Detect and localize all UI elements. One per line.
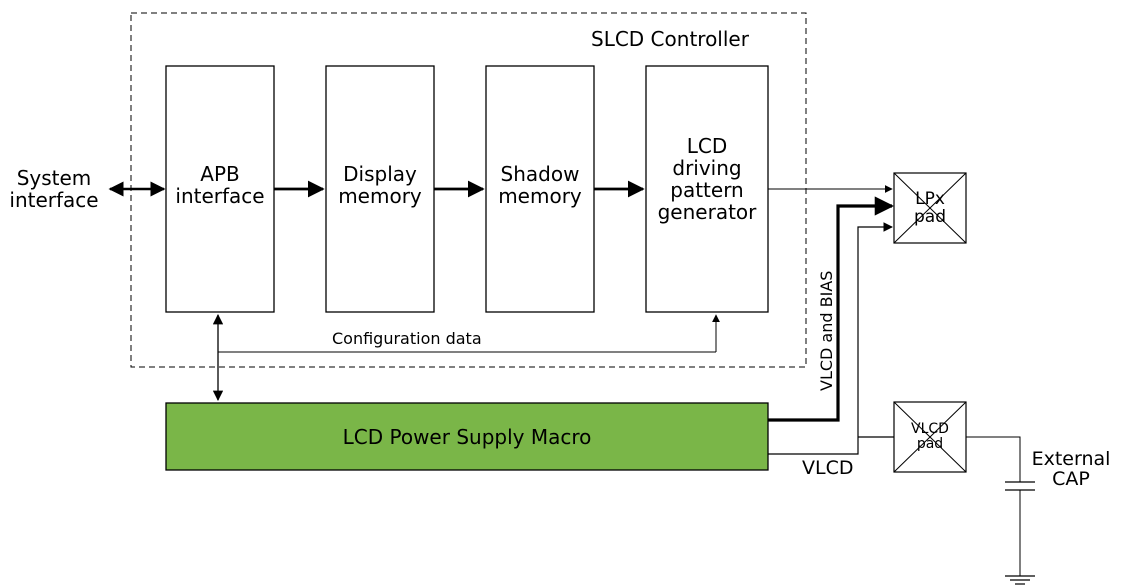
lpx-pad-line1: LPx (915, 189, 945, 209)
vlcd-bias-label: VLCD and BIAS (817, 271, 836, 391)
display-memory-line2: memory (338, 184, 422, 208)
system-interface-line1: System (16, 166, 92, 190)
display-memory-block (325, 65, 435, 313)
vlcd-pad-label: VLCD pad (894, 422, 966, 452)
power-macro-label: LCD Power Supply Macro (342, 425, 592, 449)
pattern-generator-label: LCD driving pattern generator (646, 135, 768, 223)
lcd-power-supply-macro (165, 402, 769, 471)
display-memory-line1: Display (343, 162, 417, 186)
pattern-generator-line4: generator (657, 200, 757, 224)
system-interface-line2: interface (9, 188, 99, 212)
pattern-generator-line3: pattern (670, 178, 744, 202)
pattern-generator-block (645, 65, 769, 313)
apb-line2: interface (175, 184, 265, 208)
shadow-memory-label: Shadow memory (486, 163, 594, 207)
vlcd-label: VLCD (802, 457, 854, 479)
external-cap-label: External CAP (1026, 449, 1116, 489)
vlcd-pad-cross-b (893, 401, 967, 473)
lpx-pad-line2: pad (914, 207, 946, 227)
vlcd-pad-line1: VLCD (911, 421, 949, 437)
slcd-controller-title: SLCD Controller (591, 27, 749, 51)
lpx-pad-label: LPx pad (894, 190, 966, 226)
shadow-memory-block (485, 65, 595, 313)
pattern-generator-line2: driving (672, 156, 742, 180)
shadow-memory-line2: memory (498, 184, 582, 208)
vlcd-pad-line2: pad (916, 436, 944, 452)
apb-line1: APB (200, 162, 240, 186)
cap-wire-top (966, 436, 1021, 482)
pattern-generator-line1: LCD (686, 134, 728, 158)
apb-interface-block (165, 65, 275, 313)
external-cap-line1: External (1031, 448, 1111, 470)
lpx-pad-cross-b (893, 172, 967, 244)
shadow-memory-line1: Shadow (500, 162, 580, 186)
apb-interface-label: APB interface (166, 163, 274, 207)
vlcd-bias-bus (768, 196, 894, 422)
vlcd-to-lpx-line (768, 222, 893, 455)
configuration-data-label: Configuration data (332, 329, 482, 348)
external-cap-line2: CAP (1052, 468, 1090, 490)
display-memory-label: Display memory (326, 163, 434, 207)
system-interface-label: System interface (2, 167, 106, 211)
